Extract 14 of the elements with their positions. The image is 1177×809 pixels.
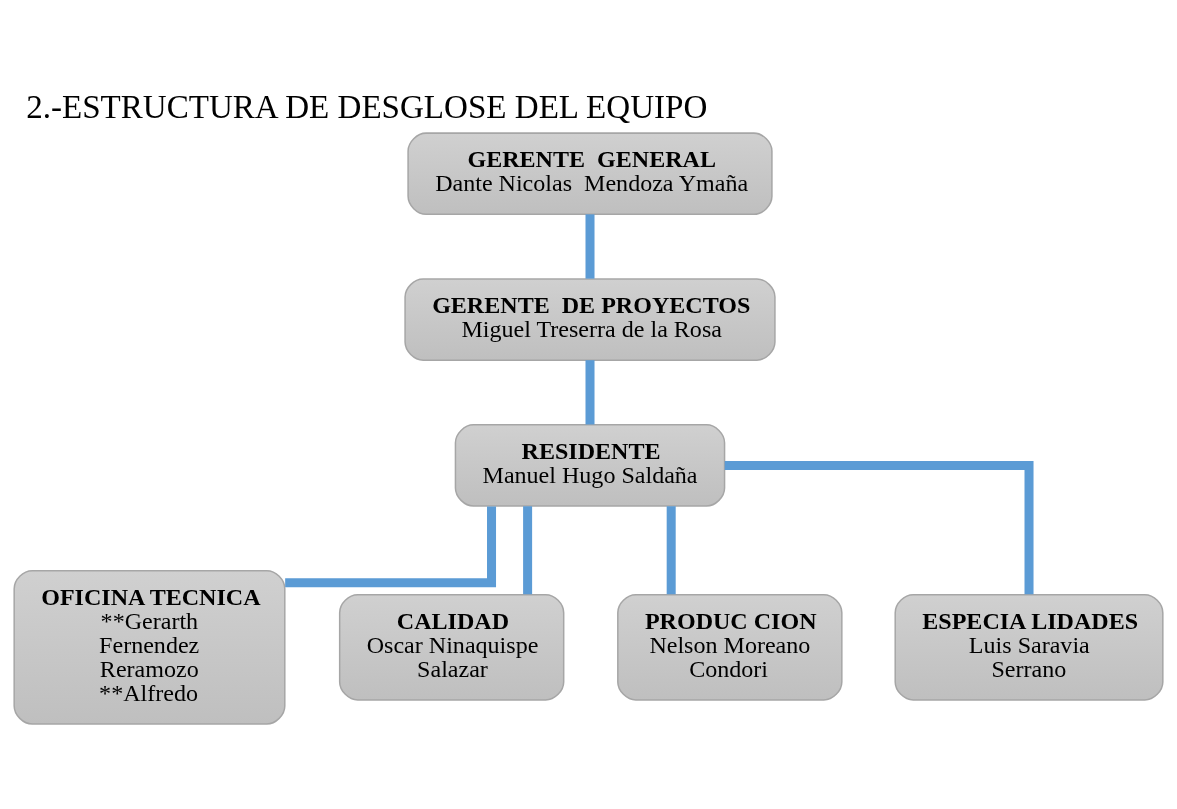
node-box: ESPECIA LIDADES Luis Saravia Serrano: [894, 593, 1164, 701]
connector: [666, 506, 676, 595]
node-box: OFICINA TECNICA **Gerarth Fernendez Reramozo **Alfredo: [13, 569, 286, 725]
node-box: GERENTE GENERAL Dante Nicolas Mendoza Ymaña: [407, 132, 773, 216]
node-box: GERENTE DE PROYECTOS Miguel Treserra de la Rosa: [404, 278, 776, 361]
node-box: CALIDAD Oscar Ninaquispe Salazar: [338, 593, 565, 701]
node-box: RESIDENTE Manuel Hugo Saldaña: [454, 424, 726, 507]
connector: [585, 360, 595, 425]
connector: [724, 460, 1034, 595]
connector: [523, 506, 533, 595]
node-box: PRODUC CION Nelson Moreano Condori: [617, 593, 843, 701]
connector: [585, 214, 595, 279]
diagram-title: 2.-ESTRUCTURA DE DESGLOSE DEL EQUIPO: [26, 88, 708, 125]
connector: [285, 506, 497, 588]
